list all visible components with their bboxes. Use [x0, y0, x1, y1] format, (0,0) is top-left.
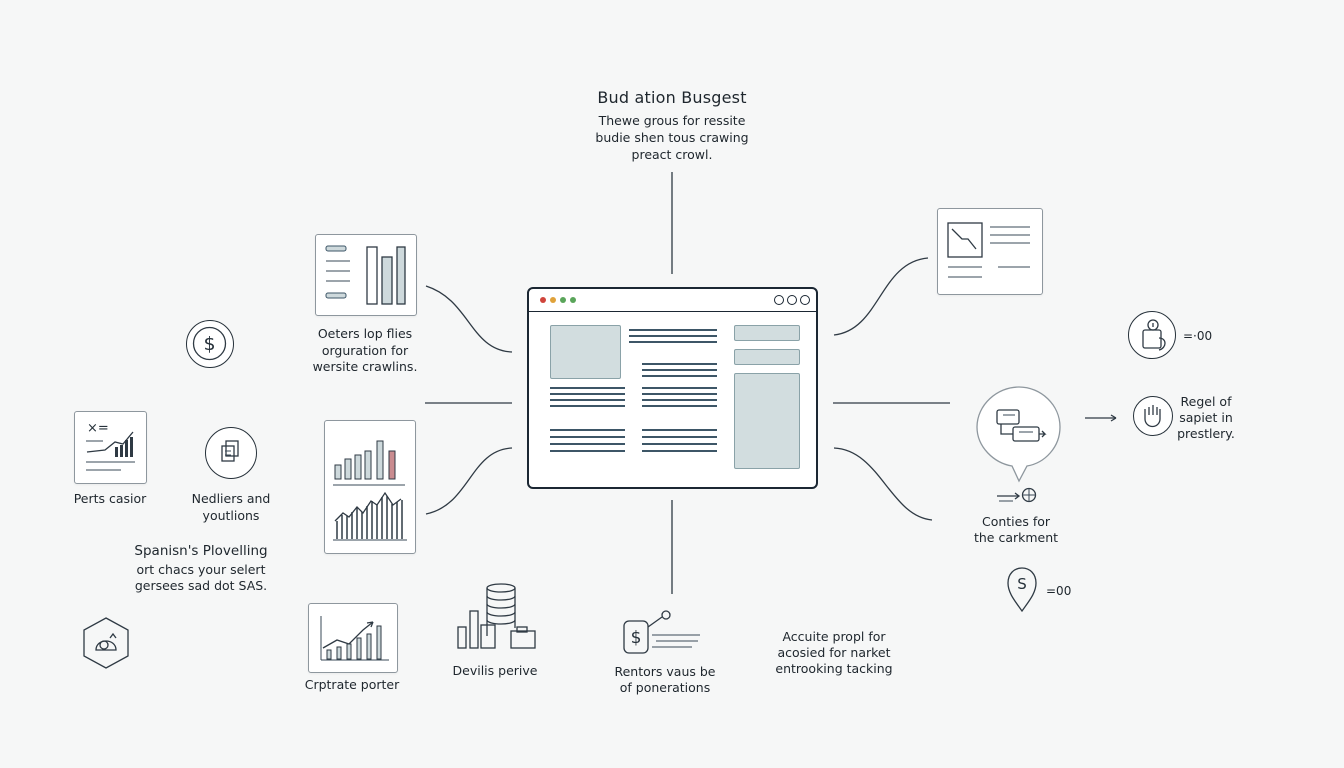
speech-bubble-icon [975, 385, 1063, 483]
label-rentors-2: of ponerations [619, 680, 711, 695]
text-line [550, 399, 625, 401]
text-line [550, 393, 625, 395]
title-line-2: budie shen tous crawing [595, 130, 749, 145]
dollar-coin-icon: $ [186, 320, 234, 368]
label-spanish-1: ort chacs your selert [136, 562, 266, 577]
label-rentors-1: Rentors vaus be [614, 664, 716, 679]
browser-window-icon [527, 287, 818, 489]
title-line-3: preact crowl. [631, 147, 713, 162]
image-placeholder [550, 325, 621, 379]
window-dot-orange [550, 297, 556, 303]
svg-text:S: S [1017, 575, 1027, 593]
label-nedliers-1: Nedliers and [191, 491, 271, 506]
trend-chart-icon [308, 603, 398, 673]
text-line [642, 405, 717, 407]
text-line [629, 341, 717, 343]
label-oeters-3: wersite crawlins. [312, 359, 418, 374]
lock-user-icon [1128, 311, 1176, 359]
label-crptrate: Crptrate porter [304, 677, 400, 692]
label-oeters-2: orguration for [321, 343, 409, 358]
svg-text:×=: ×= [87, 421, 109, 436]
text-line [642, 393, 717, 395]
documents-icon [205, 427, 257, 479]
sidebar-block-3 [734, 373, 800, 469]
text-line [642, 436, 717, 438]
label-devilis: Devilis perive [452, 663, 538, 678]
label-accuite-3: entrooking tacking [775, 661, 893, 676]
window-dot-green-2 [570, 297, 576, 303]
formula-chart-icon: ×= [74, 411, 147, 484]
window-control-3 [800, 295, 810, 305]
label-conties-2: the carkment [973, 530, 1059, 545]
connector-lower-right [833, 447, 933, 521]
label-spanish-2: gersees sad dot SAS. [134, 578, 268, 593]
label-spanish-heading: Spanisn's Plovelling [134, 543, 268, 559]
hex-pot-icon [80, 616, 132, 670]
text-line [642, 369, 717, 371]
text-line [550, 429, 625, 431]
sidebar-block-1 [734, 325, 800, 341]
window-control-1 [774, 295, 784, 305]
text-line [550, 443, 625, 445]
connector-upper-left [425, 285, 513, 353]
text-line [629, 335, 717, 337]
text-line [629, 329, 717, 331]
text-line [642, 429, 717, 431]
text-line [550, 387, 625, 389]
arrow-head [1110, 414, 1117, 422]
text-line [642, 363, 717, 365]
arrow-globe-icon [995, 487, 1039, 505]
label-regel-1: Regel of [1180, 394, 1232, 409]
label-perts-casior: Perts casior [73, 491, 147, 506]
value-bottom: =00 [1046, 584, 1072, 598]
window-dot-red [540, 297, 546, 303]
browser-titlebar [529, 289, 816, 312]
svg-text:$: $ [631, 628, 642, 648]
value-top: =·00 [1183, 329, 1213, 343]
text-line [550, 436, 625, 438]
document-card-icon [937, 208, 1043, 295]
text-line [550, 450, 625, 452]
text-line [642, 443, 717, 445]
label-regel-3: prestlery. [1177, 426, 1235, 441]
diagram-title: Bud ation Busgest [597, 88, 747, 107]
shield-icon [1133, 396, 1173, 436]
label-accuite-2: acosied for narket [777, 645, 891, 660]
window-dot-green [560, 297, 566, 303]
location-pin-icon: S [1005, 565, 1039, 613]
label-regel-2: sapiet in [1179, 410, 1233, 425]
label-oeters-1: Oeters lop flies [317, 326, 413, 341]
connector-upper-right [833, 257, 929, 336]
text-line [642, 375, 717, 377]
title-line-1: Thewe grous for ressite [598, 113, 746, 128]
label-nedliers-2: youtlions [202, 508, 260, 523]
window-control-2 [787, 295, 797, 305]
text-line [642, 387, 717, 389]
bar-line-chart-card-icon [324, 420, 416, 554]
sidebar-block-2 [734, 349, 800, 365]
connector-lower-left [425, 447, 513, 515]
svg-text:$: $ [203, 333, 215, 355]
text-line [642, 450, 717, 452]
label-conties-1: Conties for [981, 514, 1051, 529]
label-accuite-1: Accuite propl for [782, 629, 886, 644]
text-line [550, 405, 625, 407]
coin-stack-bars-icon [455, 581, 539, 651]
text-line [642, 399, 717, 401]
bar-list-card-icon [315, 234, 417, 316]
dollar-bag-icon: $ [620, 609, 704, 657]
